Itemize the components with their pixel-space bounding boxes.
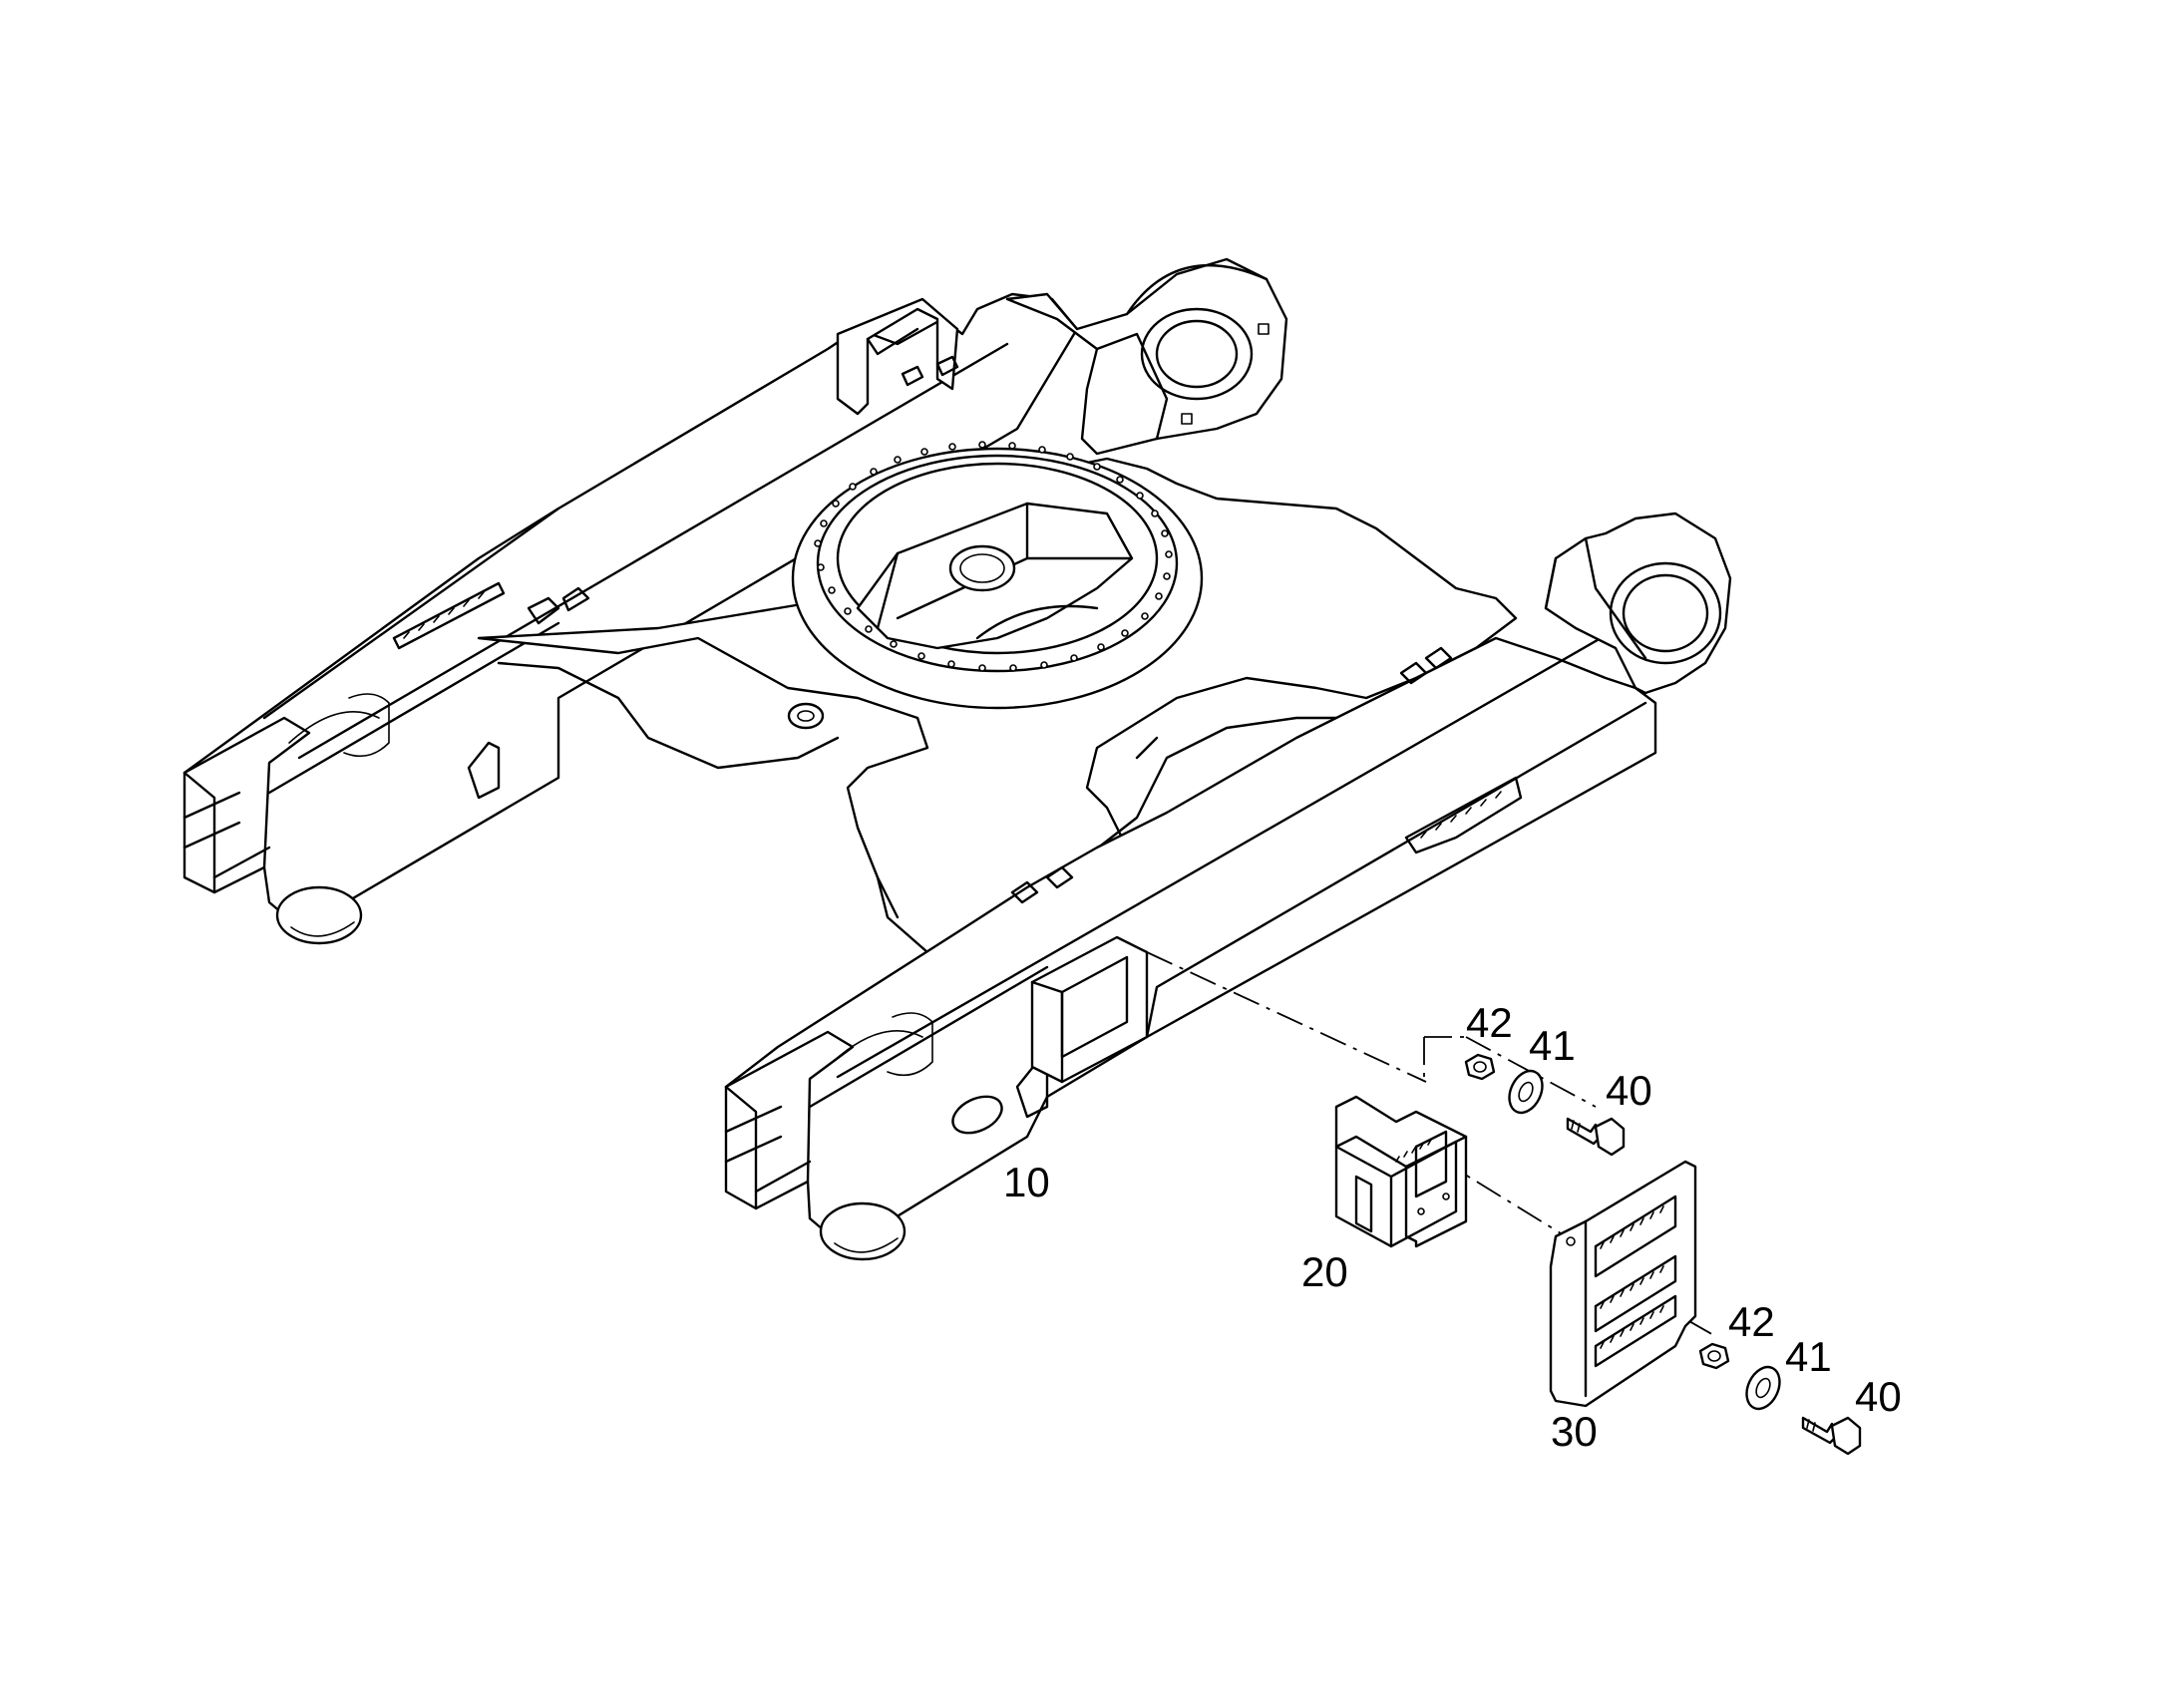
label-nut-upper: 42	[1466, 999, 1513, 1046]
label-washer-upper: 41	[1529, 1022, 1576, 1069]
step-bracket	[1334, 1095, 1468, 1248]
undercarriage-frame	[182, 257, 1732, 1261]
front-lug	[1544, 512, 1732, 695]
bolt-lower	[1801, 1416, 1862, 1456]
label-bolt-lower: 40	[1855, 1373, 1902, 1420]
label-nut-lower: 42	[1728, 1298, 1775, 1345]
callout-labels: 10 20 30 42 41 40 42 41 40	[1003, 999, 1902, 1455]
bearing-bolt-holes	[814, 441, 1173, 672]
bolt-upper	[1566, 1117, 1626, 1157]
swing-bearing	[791, 441, 1204, 710]
step-plate	[1549, 1160, 1697, 1408]
label-washer-lower: 41	[1785, 1333, 1832, 1380]
label-step-bracket: 20	[1301, 1248, 1348, 1295]
nut-lower	[1698, 1342, 1730, 1370]
washer-lower	[1745, 1365, 1781, 1411]
label-bolt-upper: 40	[1606, 1067, 1652, 1114]
label-frame: 10	[1003, 1159, 1050, 1205]
rear-lug	[1005, 257, 1288, 456]
front-side-frame	[724, 616, 1657, 1261]
nut-upper	[1464, 1053, 1496, 1081]
washer-upper	[1508, 1069, 1544, 1115]
label-step-plate: 30	[1551, 1408, 1598, 1455]
rear-side-frame	[182, 292, 1079, 945]
